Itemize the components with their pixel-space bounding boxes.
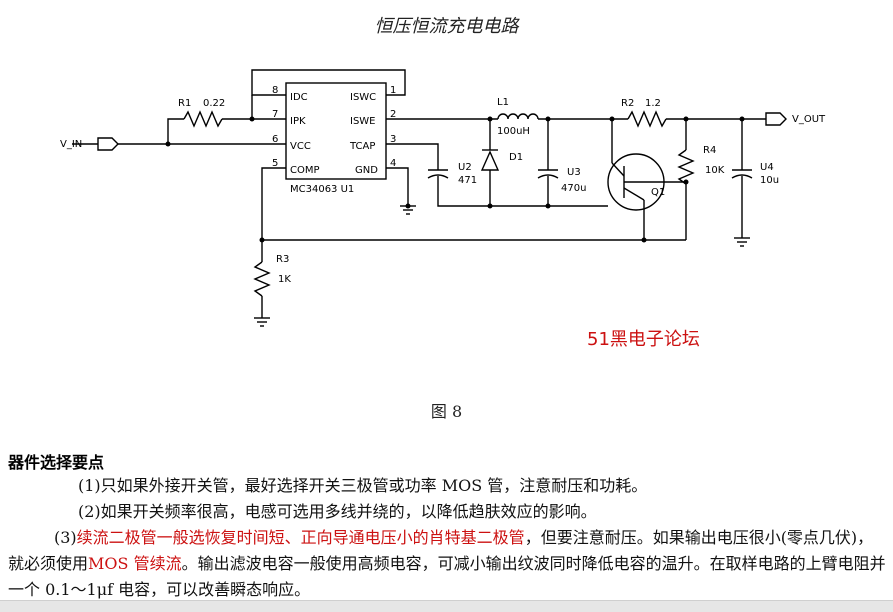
pin-num: 2: [390, 109, 396, 120]
pin-num: 1: [390, 85, 396, 96]
r3-label: R3: [276, 254, 289, 265]
r1-label: R1: [178, 98, 191, 109]
u2-value: 471: [458, 175, 477, 186]
section-heading: 器件选择要点: [8, 453, 105, 472]
u4-value: 10u: [760, 175, 779, 186]
r4-label: R4: [703, 145, 716, 156]
p3-highlight-1: 续流二极管一般选恢复时间短、正向导通电压小的肖特基二极管: [76, 528, 525, 547]
d1-label: D1: [509, 152, 523, 163]
watermark: 51黑电子论坛: [587, 329, 700, 350]
v-out-label: V_OUT: [792, 114, 826, 125]
q1-label: Q1: [651, 187, 665, 198]
paragraph-3: (3)续流二极管一般选恢复时间短、正向导通电压小的肖特基二极管，但要注意耐压。如…: [8, 525, 888, 603]
circuit-title: 恒压恒流充电电路: [374, 16, 519, 37]
pin-name: COMP: [290, 165, 320, 176]
pin-name: ISWE: [350, 116, 376, 127]
pin-num: 7: [272, 109, 278, 120]
pin-name: TCAP: [349, 141, 375, 152]
u3-value: 470u: [561, 183, 586, 194]
paragraph-1: (1)只如果外接开关管，最好选择开关三极管或功率 MOS 管，注意耐压和功耗。: [78, 476, 648, 495]
pin-num: 5: [272, 158, 278, 169]
bottom-scroll-bar[interactable]: [0, 600, 893, 612]
p3-highlight-2: MOS 管续流: [88, 554, 182, 573]
pin-num: 3: [390, 134, 396, 145]
r3-value: 1K: [278, 274, 291, 285]
u2-label: U2: [458, 162, 472, 173]
paragraph-2: (2)如果开关频率很高，电感可选用多线并绕的，以降低趋肤效应的影响。: [78, 502, 597, 521]
pin-name: IDC: [290, 92, 308, 103]
u4-label: U4: [760, 162, 774, 173]
pin-name: IPK: [290, 116, 306, 127]
r2-label: R2: [621, 98, 634, 109]
figure-caption: 图 8: [430, 402, 463, 421]
ic-body: [285, 82, 387, 180]
p3-rest: 。输出滤波电容一般使用高频电容，可减小输出纹波同时降低电容的温升。在取样电路的上…: [8, 554, 886, 599]
u3-label: U3: [567, 167, 581, 178]
pin-num: 8: [272, 85, 278, 96]
l1-label: L1: [497, 97, 509, 108]
pin-name: VCC: [290, 141, 311, 152]
p3-middle: ，但要注意耐压。如果输出电压很小(零点几伏)，就必须使用: [8, 528, 874, 573]
pin-name: ISWC: [350, 92, 376, 103]
r1-value: 0.22: [203, 98, 225, 109]
r4-value: 10K: [705, 165, 725, 176]
ic-name: MC34063 U1: [290, 184, 354, 195]
pin-num: 6: [272, 134, 278, 145]
pin-name: GND: [355, 165, 378, 176]
l1-value: 100uH: [497, 126, 530, 137]
pin-num: 4: [390, 158, 396, 169]
circuit-schematic: 8 IDC 7 IPK 6 VCC 5 COMP 1 ISWC 2 ISWE 3…: [60, 69, 826, 327]
p3-prefix: (3): [54, 528, 77, 547]
v-in-label: V_IN: [60, 139, 82, 150]
r2-value: 1.2: [645, 98, 661, 109]
